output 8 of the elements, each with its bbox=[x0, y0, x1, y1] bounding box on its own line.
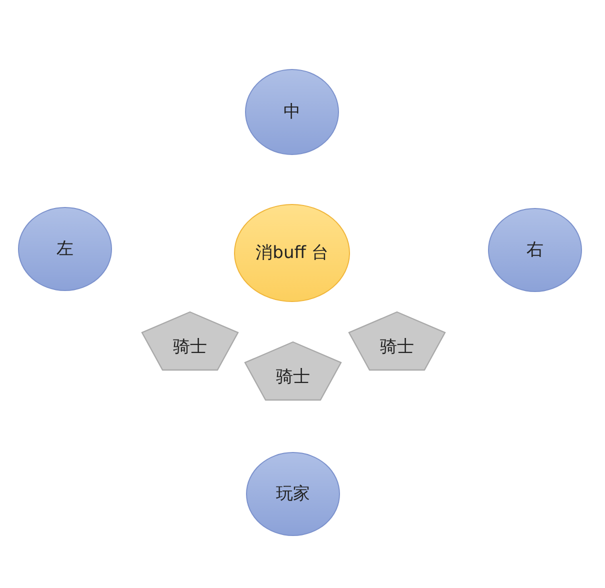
node-label: 玩家 bbox=[276, 483, 310, 505]
node-label: 骑士 bbox=[173, 336, 207, 358]
node-label: 骑士 bbox=[276, 366, 310, 388]
node-label: 中 bbox=[284, 101, 300, 123]
node-label: 骑士 bbox=[380, 336, 414, 358]
node-label: 左 bbox=[56, 238, 74, 260]
node-label: 右 bbox=[526, 239, 544, 261]
node-label: 消buff 台 bbox=[256, 242, 328, 264]
